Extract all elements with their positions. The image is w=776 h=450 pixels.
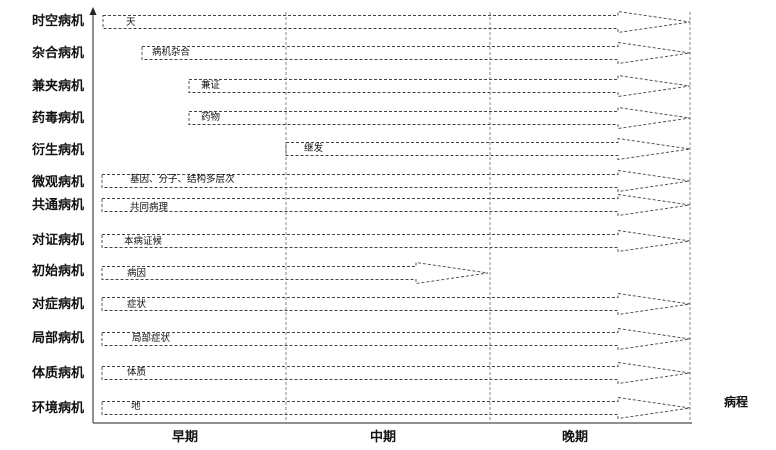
row-label-jianjia: 兼夹病机 xyxy=(31,79,84,94)
timeline-arrow-3 xyxy=(188,106,691,130)
stage-label-early: 早期 xyxy=(171,430,198,445)
arrow-label-gongtongbingli: 共同病理 xyxy=(130,202,169,213)
timeline-arrow-7 xyxy=(101,229,691,253)
timeline-arrow-10 xyxy=(101,327,691,351)
timeline-arrow-1 xyxy=(141,41,691,65)
arrow-label-tian: 天 xyxy=(126,17,136,28)
timeline-arrow-6 xyxy=(101,193,691,217)
arrow-label-bingjizahe: 病机杂合 xyxy=(152,47,191,58)
timeline-arrow-11 xyxy=(101,361,691,385)
row-label-duizheng: 对证病机 xyxy=(31,233,84,248)
row-label-yaodu: 药毒病机 xyxy=(31,111,84,126)
arrow-label-jianzheng: 兼证 xyxy=(201,80,221,91)
arrow-label-jifa: 继发 xyxy=(304,143,324,154)
arrow-label-benbingzhenghou: 本病证候 xyxy=(124,236,163,247)
arrow-label-yaowu: 药物 xyxy=(201,112,221,123)
row-label-yansheng: 衍生病机 xyxy=(31,143,84,158)
disease-course-axis-title: 病程 xyxy=(724,395,749,409)
arrow-label-zhengzhuang: 症状 xyxy=(127,299,147,310)
arrow-label-di: 地 xyxy=(131,401,141,412)
timeline-arrow-12 xyxy=(101,396,691,420)
timeline-arrow-0 xyxy=(102,10,691,34)
row-label-zahe: 杂合病机 xyxy=(31,46,84,61)
arrow-label-bingyin: 病因 xyxy=(127,268,147,279)
y-axis-arrowhead xyxy=(89,7,97,15)
stage-label-middle: 中期 xyxy=(369,430,396,445)
row-label-gongtong: 共通病机 xyxy=(31,198,84,213)
row-label-chushi: 初始病机 xyxy=(31,264,84,279)
row-label-tizhi: 体质病机 xyxy=(31,366,84,381)
timeline-arrow-2 xyxy=(188,74,691,98)
row-label-duizhengzhuang: 对症病机 xyxy=(31,297,84,312)
timeline-arrow-8 xyxy=(101,261,489,285)
arrow-label-tizhi: 体质 xyxy=(127,367,147,378)
timeline-arrow-5 xyxy=(101,169,691,193)
timeline-arrow-4 xyxy=(285,137,691,161)
row-label-jubu: 局部病机 xyxy=(31,331,84,346)
arrow-label-jubuzhengzhuang: 局部症状 xyxy=(132,333,171,344)
row-label-shikong: 时空病机 xyxy=(31,14,84,29)
arrow-label-jiyin: 基因、分子、结构多层次 xyxy=(130,174,235,185)
timeline-arrow-9 xyxy=(101,292,691,316)
row-label-huanjing: 环境病机 xyxy=(31,401,84,416)
stage-label-late: 晚期 xyxy=(561,430,588,445)
row-label-weiguan: 微观病机 xyxy=(31,175,84,190)
